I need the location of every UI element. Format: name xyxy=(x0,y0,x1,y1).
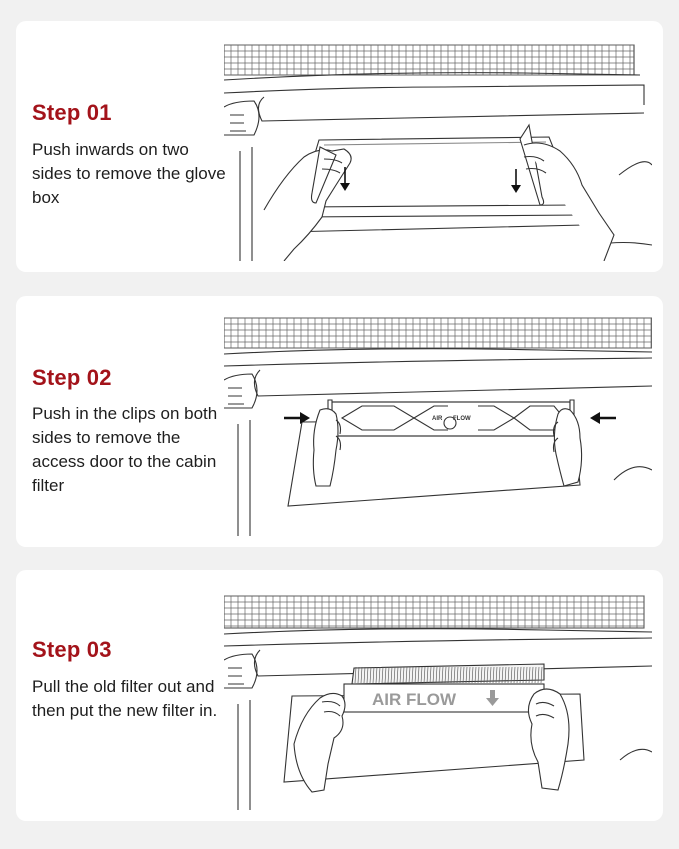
filter-replace-illustration: AIR FLOW xyxy=(224,584,652,810)
down-arrow-icon xyxy=(340,167,350,191)
cabin-filter: AIR FLOW xyxy=(343,663,545,713)
step-title: Step 02 xyxy=(32,365,112,390)
step-title: Step 03 xyxy=(32,637,112,662)
air-flow-arrow-icon xyxy=(486,690,499,706)
down-arrow-icon xyxy=(511,169,521,193)
access-door-illustration: AIR FLOW xyxy=(224,310,652,536)
right-hand xyxy=(527,688,570,791)
filter-label-flow: FLOW xyxy=(453,416,471,422)
step-text: Step 01 Push inwards on two sides to rem… xyxy=(32,21,226,272)
dashboard-grid xyxy=(224,44,635,76)
step-description: Push inwards on two sides to remove the … xyxy=(32,140,226,207)
glove-box-illustration xyxy=(224,35,652,261)
step-description: Push in the clips on both sides to remov… xyxy=(32,404,218,495)
right-arrow-icon xyxy=(284,412,310,424)
filter-label-air: AIR xyxy=(432,416,443,422)
step-card-03: Step 03 Pull the old filter out and then… xyxy=(16,570,663,821)
left-hand xyxy=(263,146,352,261)
access-door: AIR FLOW xyxy=(327,399,575,439)
right-hand xyxy=(552,408,583,487)
step-text: Step 03 Pull the old filter out and then… xyxy=(32,570,222,821)
left-hand xyxy=(312,408,342,487)
left-arrow-icon xyxy=(590,412,616,424)
filter-label: AIR FLOW xyxy=(372,690,457,709)
step-card-01: Step 01 Push inwards on two sides to rem… xyxy=(16,21,663,272)
step-title: Step 01 xyxy=(32,100,112,125)
step-description: Pull the old filter out and then put the… xyxy=(32,677,218,720)
step-card-02: Step 02 Push in the clips on both sides … xyxy=(16,296,663,547)
step-text: Step 02 Push in the clips on both sides … xyxy=(32,296,222,547)
right-hand xyxy=(519,123,615,261)
left-hand xyxy=(293,692,346,793)
